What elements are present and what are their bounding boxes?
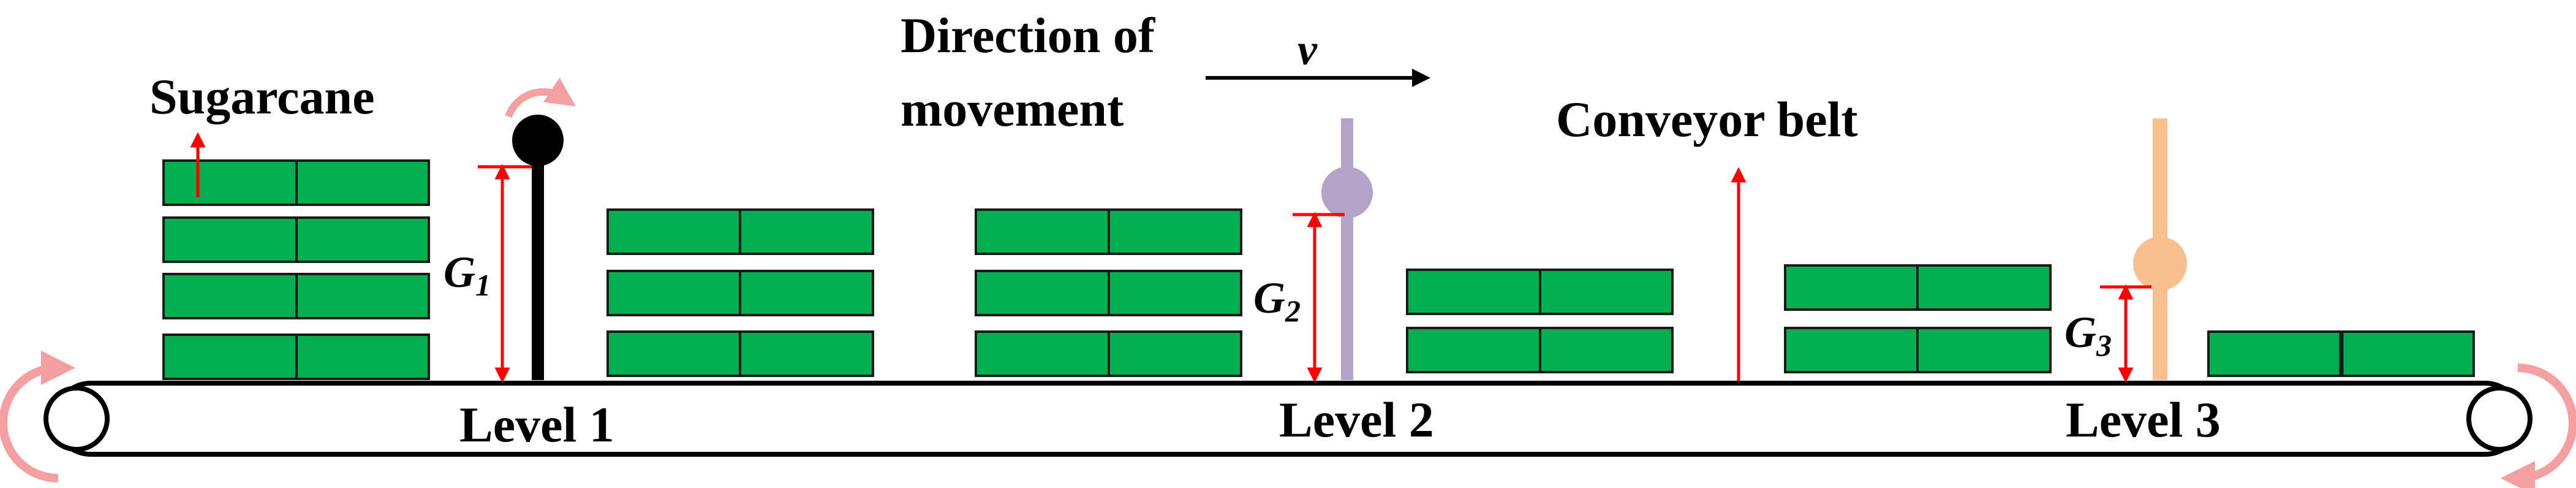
- roller-2-head: [1321, 167, 1373, 218]
- g3-subscript: 3: [2096, 328, 2112, 362]
- roller-1-head: [512, 115, 564, 166]
- left-pulley: [43, 386, 110, 452]
- g2-label: G2: [1253, 273, 1301, 328]
- sugarcane-stack-4: [1406, 269, 1674, 373]
- g3-main: G: [2064, 308, 2096, 357]
- sugarcane-stack-2: [606, 208, 874, 377]
- direction-label-line2: movement: [901, 81, 1124, 137]
- sugarcane-stack-5: [1784, 264, 2052, 373]
- g2-main: G: [1253, 273, 1285, 322]
- direction-label-line1: Direction of: [901, 7, 1156, 63]
- roller-level-1: [512, 115, 564, 380]
- g2-subscript: 2: [1285, 294, 1301, 328]
- level-3-label: Level 3: [2066, 392, 2221, 448]
- conveyor-belt-label: Conveyor belt: [1556, 91, 1858, 147]
- roller-2-shaft: [1341, 118, 1353, 380]
- roller-1-shaft: [532, 140, 544, 380]
- right-pulley-rotation-icon: [2501, 364, 2576, 488]
- sugarcane-stack-3: [975, 208, 1242, 377]
- g3-label: G3: [2064, 308, 2112, 362]
- roller-level-2: [1321, 118, 1373, 380]
- left-pulley-rotation-icon: [0, 351, 75, 482]
- sugarcane-stack-1: [162, 159, 430, 380]
- conveyor-belt: [43, 381, 2533, 457]
- roller-3-head: [2133, 237, 2187, 291]
- right-pulley: [2466, 386, 2533, 452]
- g1-main: G: [444, 248, 475, 297]
- g1-dimension: [478, 164, 532, 383]
- sugarcane-label: Sugarcane: [149, 69, 375, 124]
- velocity-label: v: [1297, 25, 1318, 74]
- g1-label: G1: [444, 248, 491, 302]
- roller-1-rotation-icon: [505, 77, 576, 118]
- sugarcane-stack-6: [2207, 330, 2475, 377]
- g1-subscript: 1: [475, 268, 491, 302]
- g2-dimension: [1293, 212, 1345, 383]
- level-1-label: Level 1: [459, 397, 614, 452]
- level-2-label: Level 2: [1279, 392, 1434, 448]
- g3-dimension: [2100, 284, 2151, 383]
- roller-level-3: [2133, 118, 2187, 380]
